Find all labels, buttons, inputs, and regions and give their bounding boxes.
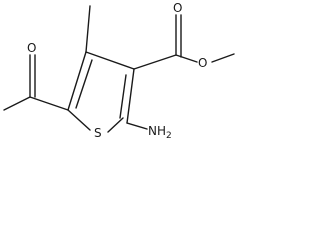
acetyl-bond-c5-carbonyl xyxy=(29,96,69,111)
acetyl-bond-carbonyl-methyl xyxy=(3,96,31,111)
ring-bond-c4-c5 xyxy=(67,51,87,111)
ring-bond-s-c2 xyxy=(107,117,124,133)
ester-bond-c3-carbonyl xyxy=(133,54,177,70)
amino-label: NH2 xyxy=(148,124,172,141)
methyl-bond xyxy=(85,5,91,53)
ring-bond-c2-c3 xyxy=(126,68,135,124)
ester-ether-oxygen-label: O xyxy=(198,56,207,70)
molecule-structure: S NH2 O O O xyxy=(3,1,235,141)
acetyl-oxygen-label: O xyxy=(27,41,36,55)
ring-bond-c4-c5-inner xyxy=(75,59,93,109)
ring-bond-c3-c4 xyxy=(85,51,135,70)
amino-bond xyxy=(126,122,148,130)
ester-bond-oxygen-methyl xyxy=(211,53,235,63)
amino-nh-label: NH xyxy=(148,124,166,138)
ester-bond-carbonyl-oxygen xyxy=(175,54,198,63)
amino-subscript-label: 2 xyxy=(166,131,172,141)
sulfur-label: S xyxy=(94,126,102,140)
ester-carbonyl-oxygen-label: O xyxy=(173,1,182,15)
ring-bond-c5-s xyxy=(67,109,91,131)
ring-bond-c2-c3-inner xyxy=(119,74,127,119)
